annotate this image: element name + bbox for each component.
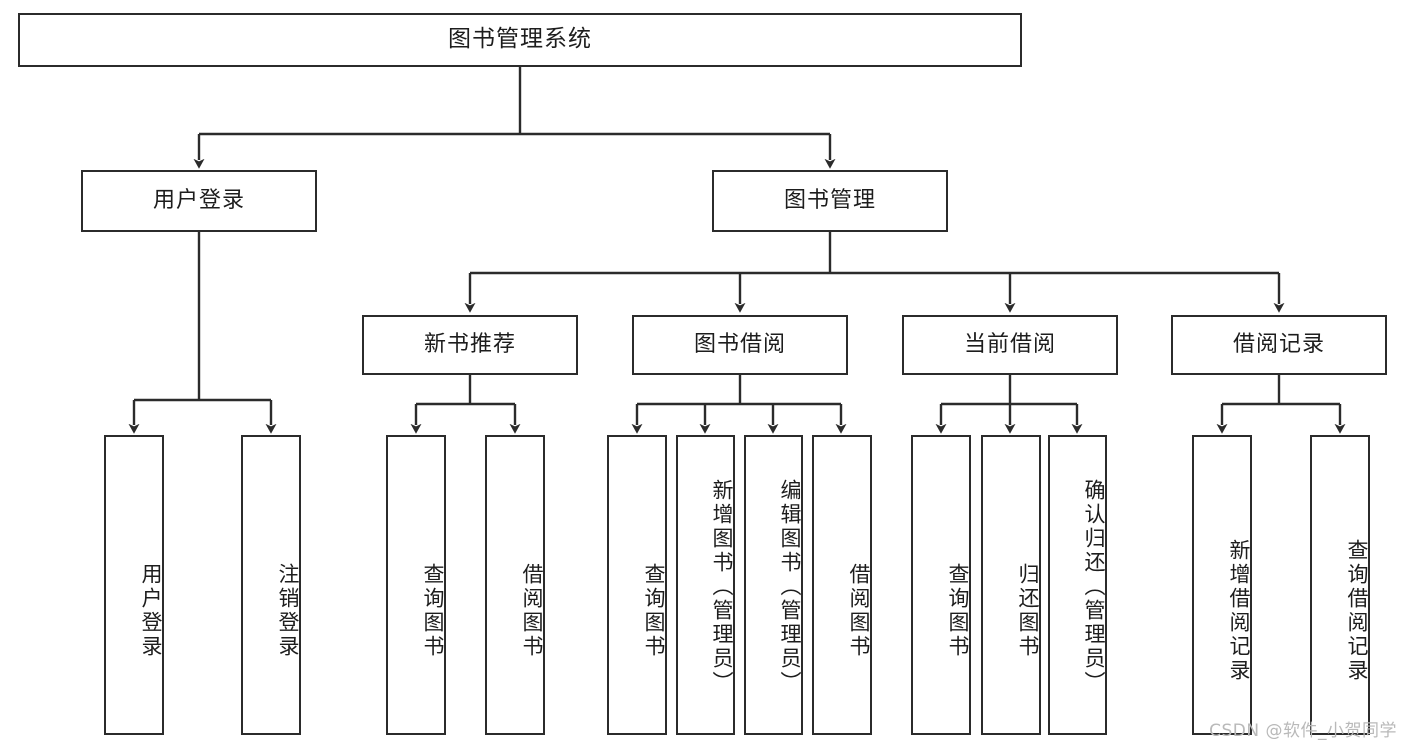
leaf-query-borrow-record[interactable]: 查询借阅记录 [1310, 435, 1370, 735]
node-label: 图书管理系统 [448, 26, 592, 53]
node-label: 查询图书 [421, 563, 445, 659]
node-label: 归还图书 [1016, 563, 1040, 659]
leaf-add-book[interactable]: 新增图书（管理员） [676, 435, 735, 735]
node-book-management[interactable]: 图书管理 [712, 170, 948, 232]
node-label: 借阅图书 [520, 563, 544, 659]
leaf-query-book-borrow[interactable]: 查询图书 [607, 435, 667, 735]
watermark-text: CSDN @软件_小贺同学 [1209, 721, 1397, 741]
node-label: 注销登录 [276, 563, 300, 659]
node-label: 图书管理 [783, 187, 876, 213]
node-book-borrow[interactable]: 图书借阅 [632, 315, 848, 375]
node-label: 用户登录 [139, 563, 163, 659]
node-borrow-record[interactable]: 借阅记录 [1171, 315, 1387, 375]
node-new-book-recommend[interactable]: 新书推荐 [362, 315, 578, 375]
node-user-login[interactable]: 用户登录 [81, 170, 317, 232]
node-label: 借阅记录 [1232, 331, 1325, 357]
node-label: 新增图书（管理员） [710, 479, 734, 695]
node-label: 查询图书 [642, 563, 666, 659]
leaf-borrow-book-recommend[interactable]: 借阅图书 [485, 435, 545, 735]
node-label: 查询图书 [946, 563, 970, 659]
node-label: 图书借阅 [693, 331, 786, 357]
leaf-query-book-recommend[interactable]: 查询图书 [386, 435, 446, 735]
node-label: 新书推荐 [423, 331, 516, 357]
node-label: 借阅图书 [847, 563, 871, 659]
leaf-borrow-book[interactable]: 借阅图书 [812, 435, 872, 735]
node-root-book-management-system[interactable]: 图书管理系统 [18, 13, 1022, 67]
node-label: 查询借阅记录 [1345, 539, 1369, 683]
node-label: 用户登录 [152, 187, 245, 213]
node-label: 当前借阅 [963, 331, 1056, 357]
leaf-user-logout[interactable]: 注销登录 [241, 435, 301, 735]
leaf-return-book[interactable]: 归还图书 [981, 435, 1041, 735]
leaf-query-book-current[interactable]: 查询图书 [911, 435, 971, 735]
leaf-confirm-return[interactable]: 确认归还（管理员） [1048, 435, 1107, 735]
node-label: 编辑图书（管理员） [778, 479, 802, 695]
node-label: 确认归还（管理员） [1082, 479, 1106, 695]
leaf-add-borrow-record[interactable]: 新增借阅记录 [1192, 435, 1252, 735]
leaf-user-login[interactable]: 用户登录 [104, 435, 164, 735]
node-current-borrow[interactable]: 当前借阅 [902, 315, 1118, 375]
node-label: 新增借阅记录 [1227, 539, 1251, 683]
leaf-edit-book[interactable]: 编辑图书（管理员） [744, 435, 803, 735]
